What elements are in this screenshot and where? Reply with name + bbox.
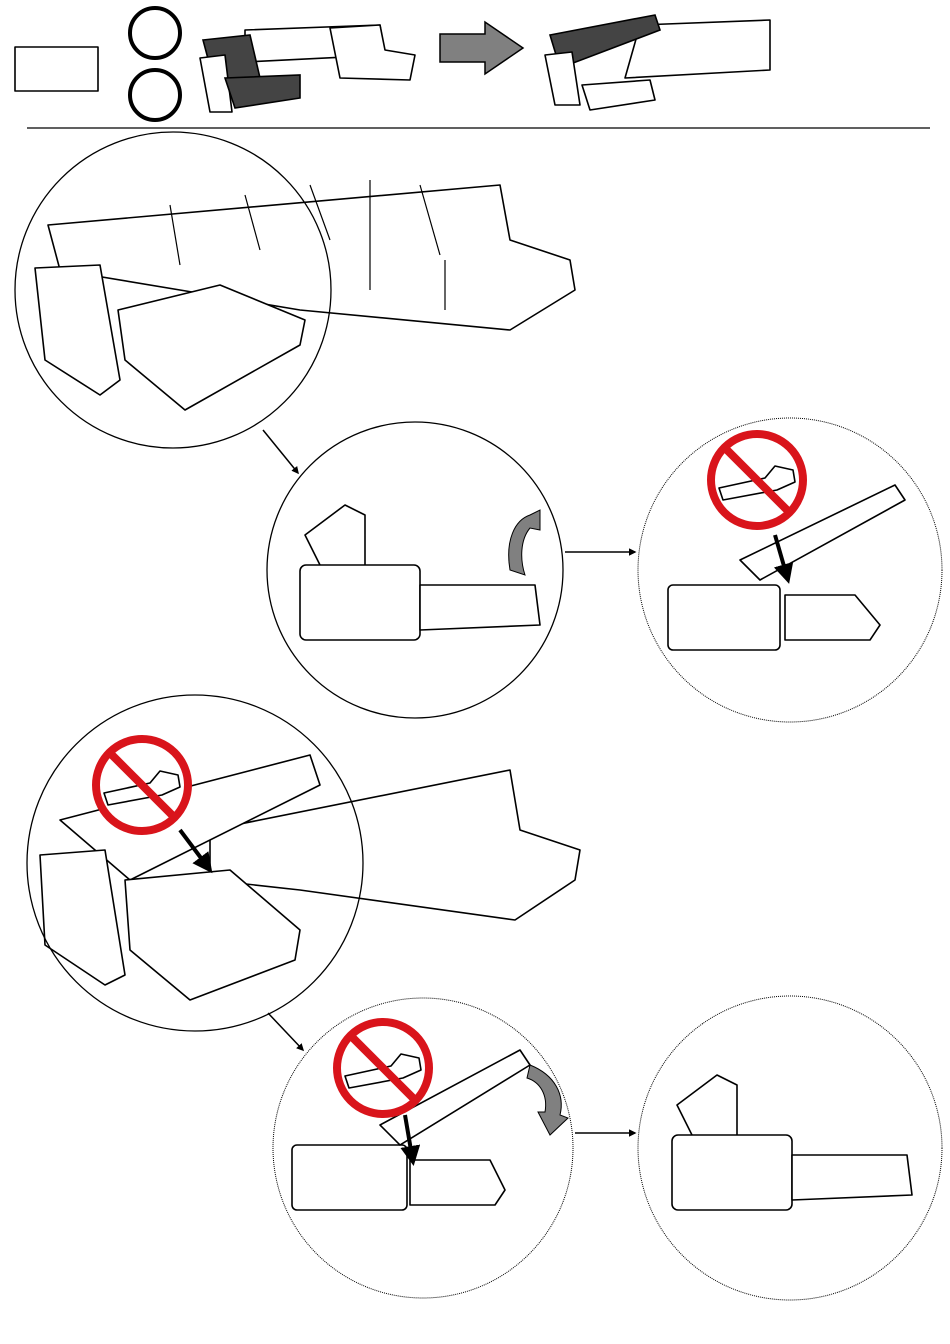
no-hand-icon	[711, 434, 803, 526]
step-label-box	[14, 46, 99, 92]
option-circle-top	[128, 6, 182, 60]
close-seat-warning	[272, 997, 637, 1299]
sofa-thumbnail-after	[544, 14, 771, 111]
right-arrow-icon	[439, 20, 525, 76]
seat-closed	[637, 995, 943, 1301]
sofa-thumbnail-before	[199, 24, 416, 113]
zoom-circle	[14, 131, 332, 449]
curved-arrow-icon	[508, 509, 541, 576]
header-strip	[14, 6, 930, 129]
seat-open-warning	[637, 417, 943, 723]
no-hand-icon	[96, 739, 188, 831]
storage-open-warning	[26, 694, 581, 1052]
overview-sofa	[14, 131, 576, 475]
no-hand-icon	[337, 1022, 429, 1114]
option-circle-bottom	[128, 68, 182, 122]
lift-seat	[266, 421, 637, 719]
curved-arrow-icon	[526, 1064, 569, 1136]
